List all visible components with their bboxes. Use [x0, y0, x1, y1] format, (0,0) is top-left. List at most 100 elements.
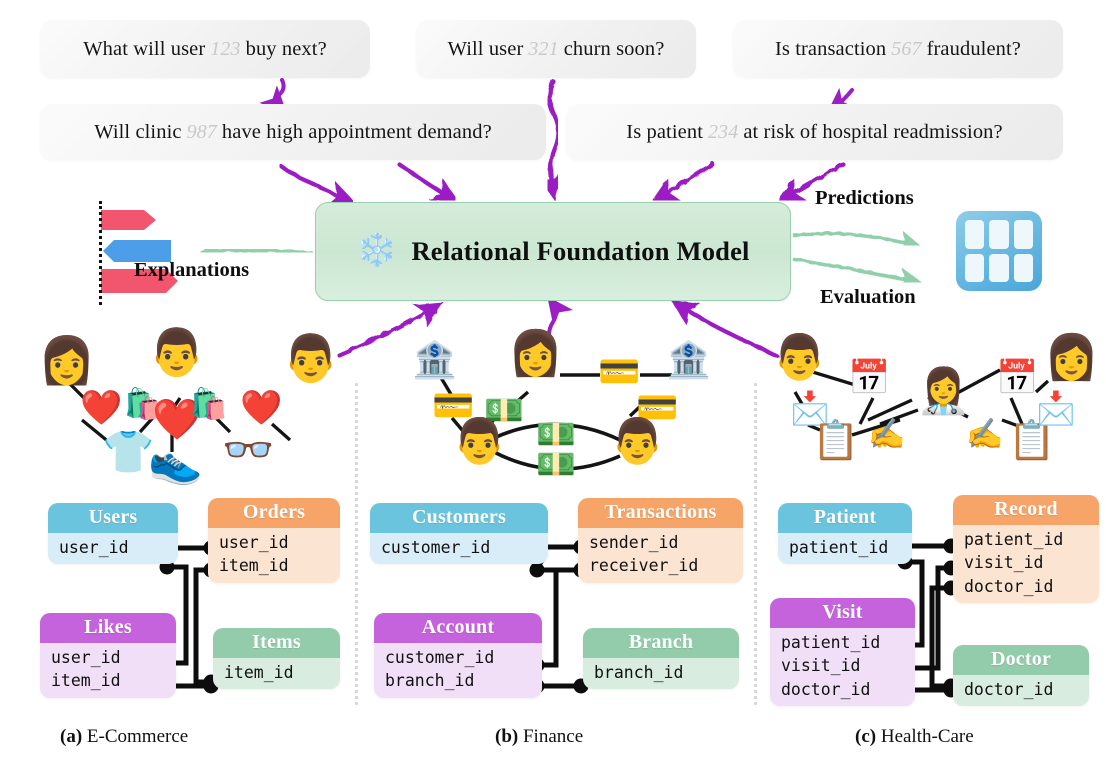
schema-table-title: Account	[374, 613, 542, 643]
schema-field: doctor_id	[964, 680, 1054, 699]
shap-bar-positive-1	[101, 210, 156, 230]
ill-hc-hand-2: ✍️	[966, 418, 1004, 451]
schema-table-title: Record	[953, 495, 1099, 525]
explanation-bars	[101, 210, 178, 293]
schema-table-items[interactable]: Items item_id	[213, 628, 340, 690]
schema-field: user_id	[51, 648, 121, 667]
caption-text: Health-Care	[876, 726, 974, 747]
caption-letter: (a)	[60, 726, 83, 747]
schema-field: doctor_id	[964, 576, 1054, 596]
schema-table-fields: doctor_id	[953, 675, 1089, 707]
predictions-arrow	[791, 229, 922, 251]
ill-fin-person-left: 👨	[452, 417, 507, 466]
ill-hc-person-right: 👩	[1044, 333, 1099, 382]
explanations-arrow	[198, 238, 313, 261]
shap-bar-negative	[103, 240, 171, 262]
schema-field: doctor_id	[781, 679, 871, 699]
question-entity-id: 567	[891, 37, 922, 60]
q-readmission[interactable]: Is patient 234 at risk of hospital readm…	[566, 104, 1063, 160]
data-to-model-arrows	[335, 296, 779, 358]
question-text-suffix: buy next?	[245, 37, 327, 60]
schema-field: customer_id	[381, 538, 491, 557]
caption-text: Finance	[518, 726, 584, 747]
ill-hc-calendar-2: 📅	[996, 360, 1039, 397]
schema-table-title: Likes	[40, 613, 176, 643]
ill-ecom-person-1: 👩	[38, 335, 96, 386]
model-title: Relational Foundation Model	[411, 236, 750, 266]
schema-field: patient_id	[964, 530, 1064, 549]
ill-ecom-tshirt: 👕	[102, 430, 155, 476]
question-text-prefix: Is transaction	[774, 37, 887, 60]
ill-fin-card-3: 💳	[636, 390, 679, 427]
shap-baseline	[99, 201, 102, 305]
ill-ecom-bag-2: 🛍️	[190, 388, 228, 421]
relational-foundation-model-box[interactable]: ❄️ Relational Foundation Model	[315, 202, 791, 301]
question-entity-id: 987	[186, 120, 217, 143]
question-to-model-arrows	[259, 77, 855, 205]
schema-table-title: Orders	[208, 498, 340, 528]
ill-fin-card-2: 💳	[598, 354, 641, 391]
schema-table-title: Items	[213, 628, 340, 658]
schema-table-customers[interactable]: Customers customer_id	[370, 503, 548, 565]
ill-ecom-bag-1: 🛍️	[124, 388, 162, 421]
ecommerce-graph-edges	[66, 380, 292, 452]
healthcare-graph-edges	[793, 368, 1050, 437]
schema-table-fields: patient_id	[778, 533, 912, 565]
ill-ecom-person-2: 👨	[148, 327, 206, 378]
ill-fin-money-3: 💵	[536, 446, 576, 482]
schema-field: branch_id	[594, 663, 684, 682]
schema-table-title: Transactions	[578, 498, 743, 528]
schema-table-likes[interactable]: Likes user_id item_id	[40, 613, 176, 698]
question-text-prefix: What will user	[83, 37, 206, 60]
question-text-prefix: Is patient	[626, 120, 703, 143]
snowflake-icon: ❄️	[356, 233, 398, 269]
q-clinic-demand[interactable]: Will clinic 987 have high appointment de…	[40, 104, 546, 160]
schema-table-fields: item_id	[213, 658, 340, 690]
q-fraud[interactable]: Is transaction 567 fraudulent?	[733, 20, 1063, 78]
explanations-label: Explanations	[134, 259, 250, 281]
ill-fin-money-1: 💵	[484, 392, 524, 428]
question-text-prefix: Will user	[447, 37, 524, 60]
schema-table-title: Users	[48, 503, 178, 533]
schema-field: item_id	[224, 663, 294, 682]
schema-field: item_id	[51, 671, 121, 691]
caption-letter: (c)	[855, 726, 877, 747]
ill-hc-person-left: 👨	[772, 333, 827, 382]
schema-field: customer_id	[385, 648, 495, 667]
caption-healthcare: (c) Health-Care	[855, 726, 974, 748]
caption-finance: (b) Finance	[495, 726, 583, 748]
schema-field: item_id	[219, 556, 289, 576]
ill-hc-doctor: 👩‍⚕️	[916, 367, 971, 416]
ill-fin-bank-2: 🏦	[666, 340, 711, 380]
schema-table-title: Customers	[370, 503, 548, 533]
evaluation-arrow	[791, 256, 922, 288]
schema-table-title: Visit	[770, 598, 915, 628]
schema-table-fields: branch_id	[583, 658, 739, 690]
q-churn[interactable]: Will user 321 churn soon?	[416, 20, 696, 78]
predictions-label: Predictions	[815, 187, 914, 209]
ill-hc-clipboard-1: 📋	[812, 420, 860, 462]
divider-right	[754, 383, 757, 705]
schema-field: sender_id	[589, 533, 679, 552]
q-ecommerce-buy[interactable]: What will user 123 buy next?	[40, 20, 370, 78]
evaluation-label: Evaluation	[820, 286, 916, 308]
schema-field: patient_id	[781, 633, 881, 652]
finance-graph-edges	[435, 370, 672, 471]
model-output-arrows	[198, 229, 922, 288]
ill-fin-person-right: 👨	[610, 417, 665, 466]
ill-fin-money-2: 💵	[536, 416, 576, 452]
